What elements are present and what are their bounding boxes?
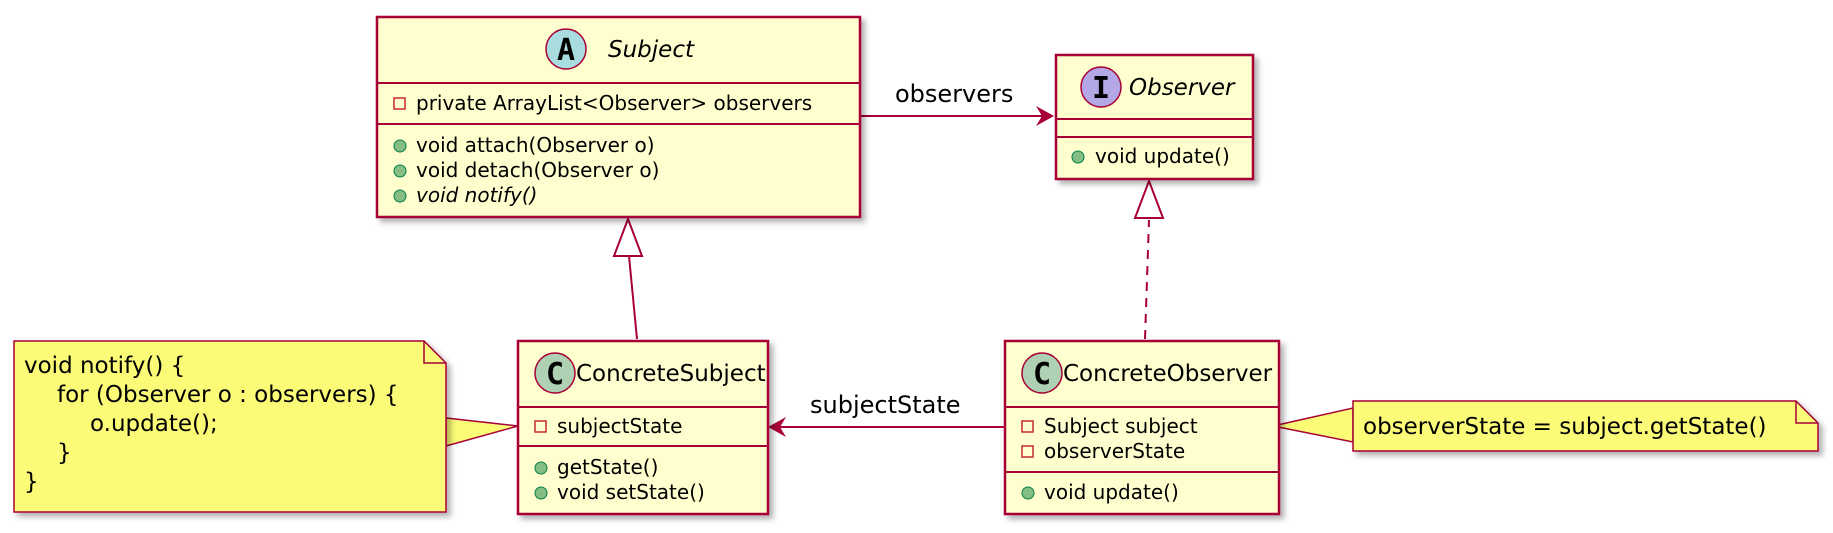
note-observerstate[interactable]: observerState = subject.getState() <box>1352 400 1819 452</box>
class-badge-letter: C <box>546 357 564 392</box>
public-method-icon <box>393 164 407 178</box>
field-observers: private ArrayList<Observer> observers <box>416 91 812 115</box>
note-notify[interactable]: void notify() { for (Observer o : observ… <box>13 340 447 513</box>
interface-badge-letter: I <box>1092 71 1110 106</box>
note-line: void notify() { <box>24 353 185 379</box>
field-subject: Subject subject <box>1044 414 1198 438</box>
class-concretesubject[interactable]: C ConcreteSubject subjectState getState(… <box>516 339 770 516</box>
abstract-badge-letter: A <box>557 33 575 68</box>
note-line: for (Observer o : observers) { <box>57 382 399 408</box>
class-title-concreteobserver: ConcreteObserver <box>1063 361 1273 387</box>
class-title-concretesubject: ConcreteSubject <box>576 361 766 387</box>
note-connector-notify <box>445 417 519 447</box>
method-update: void update() <box>1044 480 1179 504</box>
public-method-icon <box>393 189 407 203</box>
field-observerstate: observerState <box>1044 439 1185 463</box>
note-line: } <box>24 469 39 495</box>
edge-label-observers: observers <box>895 80 1013 108</box>
public-method-icon <box>534 461 548 475</box>
note-line: o.update(); <box>90 411 218 437</box>
interface-badge-icon <box>1080 66 1122 108</box>
method-getstate: getState() <box>557 455 658 479</box>
private-field-icon <box>393 97 406 110</box>
abstract-badge-icon <box>545 28 587 70</box>
class-badge-icon <box>1021 352 1063 394</box>
class-title-observer: Observer <box>1129 75 1236 101</box>
note-line: observerState = subject.getState() <box>1363 414 1767 440</box>
public-method-icon <box>393 139 407 153</box>
private-field-icon <box>1021 420 1034 433</box>
method-notify: void notify() <box>416 183 537 207</box>
class-subject[interactable]: A Subject private ArrayList<Observer> ob… <box>375 15 862 219</box>
class-badge-icon <box>534 352 576 394</box>
field-subjectstate: subjectState <box>557 414 682 438</box>
public-method-icon <box>534 486 548 500</box>
method-attach: void attach(Observer o) <box>416 133 655 157</box>
class-observer[interactable]: I Observer void update() <box>1054 53 1255 181</box>
class-badge-letter: C <box>1033 357 1051 392</box>
private-field-icon <box>534 420 547 433</box>
edge-concretesubject-extends-subject <box>612 216 644 340</box>
edge-concreteobserver-implements-observer <box>1133 178 1165 340</box>
note-line: } <box>57 440 72 466</box>
note-connector-observerstate <box>1272 407 1354 443</box>
edge-subject-observer: observers <box>860 80 1054 126</box>
edge-label-subjectstate: subjectState <box>810 391 961 419</box>
private-field-icon <box>1021 445 1034 458</box>
public-method-icon <box>1021 486 1035 500</box>
class-title-subject: Subject <box>608 37 695 63</box>
method-detach: void detach(Observer o) <box>416 158 659 182</box>
method-setstate: void setState() <box>557 480 705 504</box>
class-concreteobserver[interactable]: C ConcreteObserver Subject subject obser… <box>1003 339 1281 516</box>
method-update: void update() <box>1095 144 1230 168</box>
public-method-icon <box>1071 150 1085 164</box>
edge-concreteobserver-concretesubject: subjectState <box>768 391 1005 437</box>
